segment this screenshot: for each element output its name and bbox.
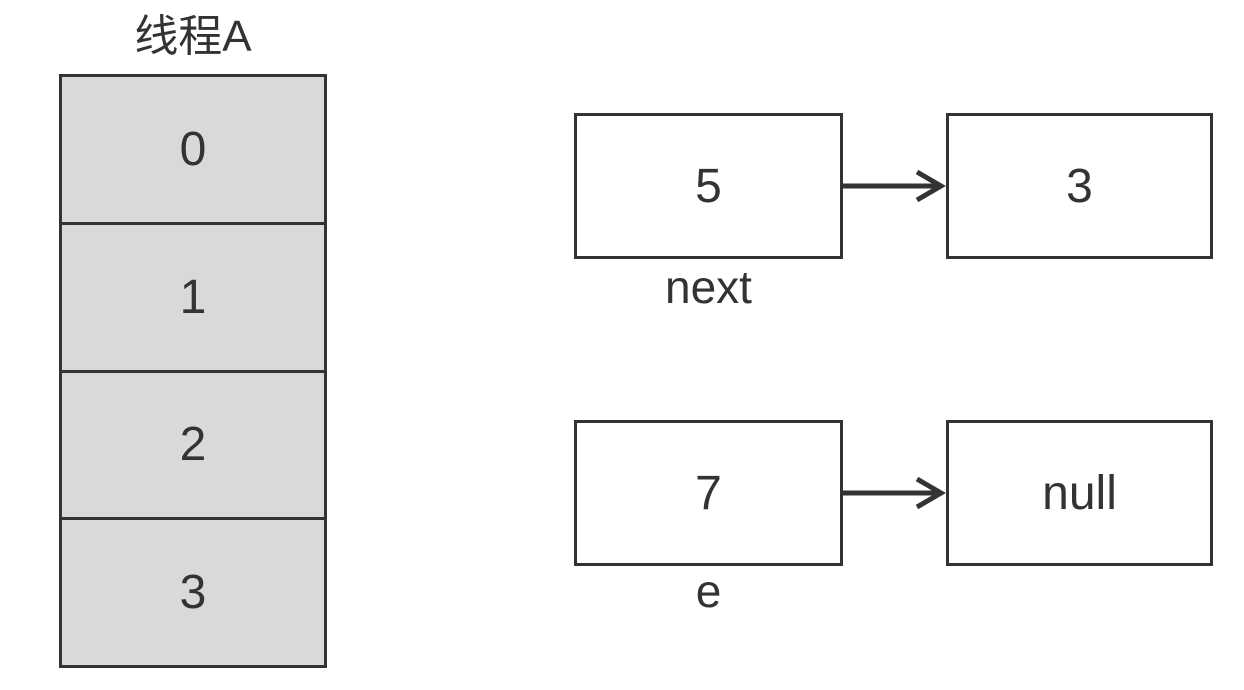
node-box-next-target: 3 [946,113,1213,259]
pointer-arrow-icon [843,476,946,510]
pointer-arrow-icon [843,169,946,203]
node-box-next-value: 5 [574,113,843,259]
thread-a-array: 0 1 2 3 [59,74,327,668]
array-cell-0: 0 [62,77,324,225]
node-box-e-value: 7 [574,420,843,566]
thread-a-title: 线程A [134,12,252,61]
node-box-e-target: null [946,420,1213,566]
array-cell-2: 2 [62,373,324,521]
array-cell-1: 1 [62,225,324,373]
pair-label-next: next [665,261,752,313]
pair-label-e: e [695,565,722,617]
array-cell-3: 3 [179,566,207,620]
